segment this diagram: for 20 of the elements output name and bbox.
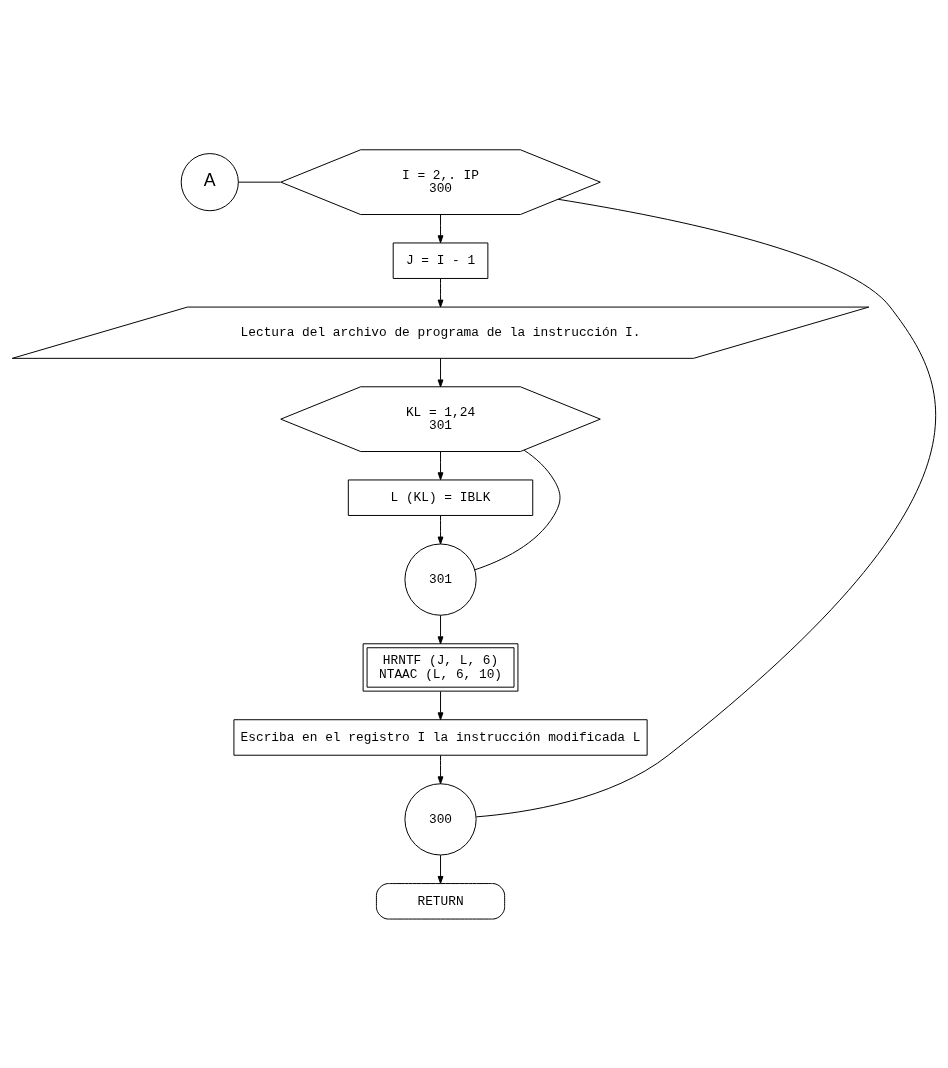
arrow bbox=[437, 357, 444, 387]
node-circle: 301 bbox=[404, 543, 477, 616]
arrow bbox=[437, 754, 444, 784]
arrow bbox=[437, 213, 444, 243]
arrow bbox=[437, 277, 444, 307]
node-box: Escriba en el registro I la instrucción modificada L bbox=[233, 718, 648, 756]
node-circle: 300 bbox=[404, 782, 477, 855]
arrow bbox=[437, 854, 444, 884]
node-box: HRNTF (J, L, 6) NTAAC (L, 6, 10) bbox=[362, 642, 519, 692]
connector bbox=[238, 181, 281, 183]
arrow bbox=[437, 690, 444, 720]
arrow bbox=[437, 450, 444, 480]
arrow bbox=[437, 614, 444, 644]
node-box: L (KL) = IBLK bbox=[347, 478, 534, 516]
arrow bbox=[437, 514, 444, 544]
connector bbox=[474, 449, 561, 570]
node-box: RETURN bbox=[375, 882, 506, 920]
node-circle: A bbox=[180, 152, 239, 211]
node-box: J = I - 1 bbox=[392, 241, 489, 279]
connector bbox=[475, 198, 936, 817]
